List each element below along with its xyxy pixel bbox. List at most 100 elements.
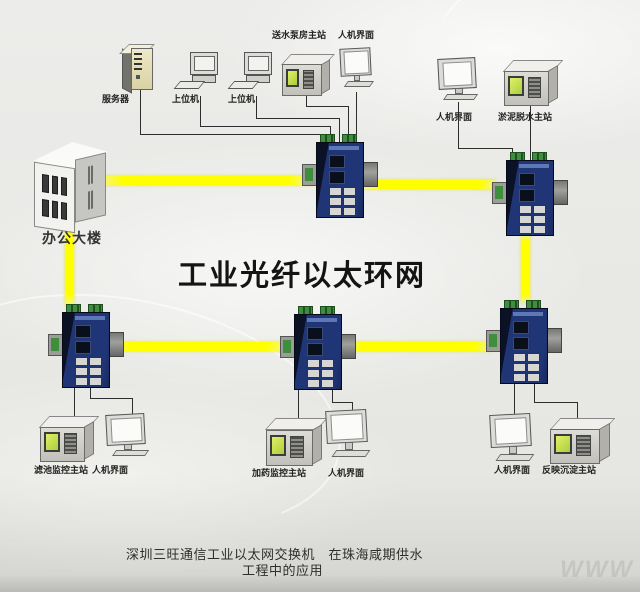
vent-grille: [527, 76, 541, 99]
connector-line: [74, 388, 75, 422]
pc-monitor: [190, 52, 219, 75]
keyboard-icon: [227, 81, 260, 90]
ethernet-switch-right: [492, 152, 568, 240]
rj45-ports-icon: [75, 357, 102, 386]
din-rail-icon: [340, 334, 356, 359]
vent-grille: [290, 435, 304, 458]
connector-line: [256, 118, 340, 119]
connector-line: [339, 118, 340, 142]
filter-station-label: 滤池监控主站: [34, 465, 89, 475]
connector-line: [458, 148, 513, 149]
switch-body: [500, 308, 548, 384]
status-screen: [554, 434, 572, 455]
din-rail-icon: [552, 180, 568, 205]
connector-line: [90, 388, 91, 398]
dosing-station-label: 加药监控主站: [252, 468, 307, 478]
fiber-port-icon: [519, 189, 535, 202]
fiber-ring-segment: [364, 180, 496, 189]
vent-grille: [576, 434, 591, 457]
office-building-label: 办公大楼: [42, 232, 102, 247]
connector-line: [348, 106, 349, 142]
connector-line: [534, 402, 578, 403]
fiber-ring-segment: [108, 342, 288, 351]
connector-line: [577, 402, 578, 424]
sludge-station-icon: [502, 60, 564, 106]
watermark: WWW: [560, 556, 634, 583]
monitor-screen: [105, 412, 147, 446]
hmi-monitor-icon: [338, 47, 376, 92]
fiber-port-icon: [307, 343, 323, 356]
connector-line: [458, 102, 459, 148]
vent-grille: [302, 69, 315, 89]
connector-line: [256, 96, 257, 119]
monitor-screen: [325, 408, 368, 445]
sedimentation-station-icon: [549, 418, 616, 464]
controller-front-panel: [550, 429, 601, 464]
fiber-port-icon: [513, 337, 529, 350]
hmi-monitor-icon: [104, 412, 152, 462]
connector-line: [530, 104, 531, 160]
connector-line: [514, 384, 515, 420]
controller-front-panel: [282, 64, 323, 96]
fiber-port-icon: [329, 155, 345, 168]
filter-station-icon: [38, 416, 100, 462]
pc2-label: 上位机: [228, 94, 256, 104]
pump-station-icon: [280, 54, 335, 96]
hmi-monitor-icon: [324, 408, 374, 462]
mount-bracket-icon: [302, 164, 318, 186]
vent-grille: [63, 432, 77, 455]
connector-line: [90, 398, 133, 399]
din-rail-icon: [362, 162, 378, 187]
controller-front-panel: [504, 71, 550, 106]
ethernet-switch-bottom-left: [48, 304, 124, 392]
fiber-port-icon: [513, 321, 529, 334]
hmi-monitor-icon: [436, 57, 482, 106]
controller-front-panel: [40, 427, 86, 462]
status-screen: [44, 432, 60, 453]
server-label: 服务器: [102, 94, 130, 104]
monitor-screen: [437, 57, 477, 90]
hmi-sedimentation-label: 人机界面: [494, 465, 531, 475]
hmi-sludge-label: 人机界面: [436, 112, 473, 122]
rj45-ports-icon: [307, 359, 334, 388]
switch-body: [294, 314, 342, 390]
fiber-ring-segment: [344, 342, 492, 351]
connector-line: [356, 92, 357, 142]
connector-line: [140, 86, 141, 134]
connector-line: [332, 402, 353, 403]
rj45-ports-icon: [329, 187, 356, 216]
connector-line: [332, 390, 333, 402]
switch-body: [506, 160, 554, 236]
pc1-label: 上位机: [172, 94, 200, 104]
din-rail-icon: [546, 328, 562, 353]
diagram-title: 工业光纤以太环网: [178, 260, 427, 292]
monitor-screen: [338, 47, 372, 77]
connector-line: [298, 390, 299, 422]
fiber-port-icon: [75, 325, 91, 338]
status-screen: [270, 434, 287, 456]
rj45-ports-icon: [519, 205, 546, 234]
server-icon: [119, 42, 162, 94]
sedimentation-station-label: 反映沉淀主站: [542, 465, 597, 475]
fiber-port-icon: [75, 341, 91, 354]
ethernet-switch-bottom-center: [280, 306, 356, 394]
pump-station-label: 送水泵房主站: [272, 30, 327, 40]
fiber-port-icon: [307, 327, 323, 340]
ethernet-switch-bottom-right: [486, 300, 562, 388]
caption-line2: 工程中的应用: [242, 563, 324, 578]
pc-monitor: [244, 52, 273, 75]
fiber-ring-segment: [521, 234, 530, 302]
fiber-ring-segment: [98, 176, 314, 185]
controller-front-panel: [266, 429, 314, 466]
hmi-monitor-icon: [488, 412, 538, 466]
ethernet-switch-top: [302, 134, 378, 222]
hmi-dosing-label: 人机界面: [328, 468, 365, 478]
din-rail-icon: [108, 332, 124, 357]
upper-computer-icon: [173, 52, 224, 98]
fiber-ring-segment: [65, 210, 74, 306]
switch-body: [62, 312, 110, 388]
rj45-ports-icon: [513, 353, 540, 382]
fiber-port-icon: [329, 171, 345, 184]
connector-line: [140, 134, 322, 135]
